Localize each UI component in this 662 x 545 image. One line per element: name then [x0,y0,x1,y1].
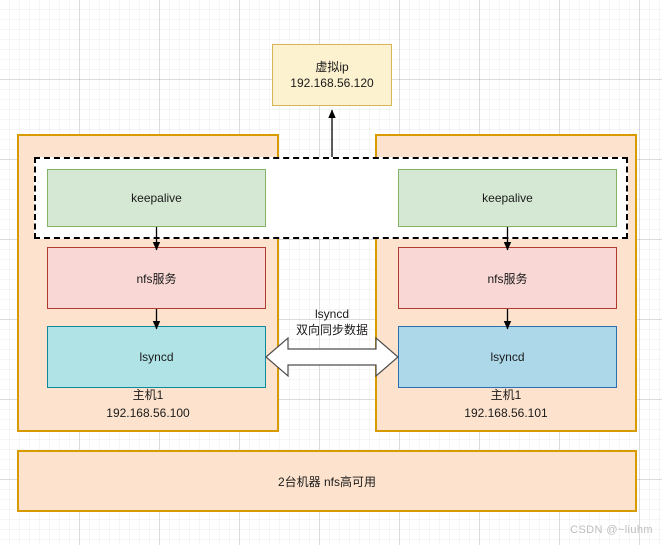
service-nfs-right-label: nfs服务 [487,271,528,286]
service-lsyncd-left-label: lsyncd [139,350,174,364]
summary-bar-label: 2台机器 nfs高可用 [277,474,377,489]
service-keepalive-left-label: keepalive [131,191,182,205]
service-lsyncd-right-label: lsyncd [490,350,525,364]
service-keepalive-left[interactable]: keepalive [47,169,266,227]
summary-bar[interactable]: 2台机器 nfs高可用 [17,450,637,512]
virtual-ip-address: 192.168.56.120 [290,76,374,90]
sync-link-label: lsyncd 双向同步数据 [262,306,402,338]
host-left-name: 主机1 [132,388,164,403]
virtual-ip-node[interactable]: 虚拟ip 192.168.56.120 [272,44,392,106]
host-left-label-group: 主机1 192.168.56.100 [19,387,277,422]
sync-link-label-line1: lsyncd [314,307,349,321]
service-lsyncd-left[interactable]: lsyncd [47,326,266,388]
service-nfs-right[interactable]: nfs服务 [398,247,617,309]
service-keepalive-right[interactable]: keepalive [398,169,617,227]
host-left-ip: 192.168.56.100 [106,405,190,420]
service-keepalive-right-label: keepalive [482,191,533,205]
watermark: CSDN @~liuhm [570,524,653,536]
host-right-label-group: 主机1 192.168.56.101 [377,387,635,422]
service-nfs-left[interactable]: nfs服务 [47,247,266,309]
virtual-ip-text: 虚拟ip 192.168.56.120 [286,59,377,91]
service-lsyncd-right[interactable]: lsyncd [398,326,617,388]
host-right-ip: 192.168.56.101 [464,405,548,420]
virtual-ip-name: 虚拟ip [315,59,349,74]
host-right-name: 主机1 [490,388,522,403]
sync-link-label-line2: 双向同步数据 [295,323,368,338]
service-nfs-left-label: nfs服务 [136,271,177,286]
